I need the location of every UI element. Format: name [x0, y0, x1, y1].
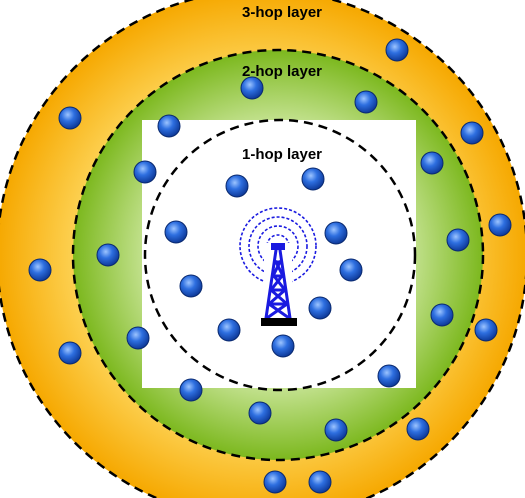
radio-tower-icon: [261, 243, 297, 327]
sensor-node-icon: [248, 401, 272, 425]
sensor-node-icon: [460, 121, 484, 145]
sensor-node-icon: [179, 378, 203, 402]
sensor-node-icon: [308, 470, 332, 494]
sensor-node-icon: [324, 418, 348, 442]
sensor-nodes: [28, 38, 512, 494]
sensor-node-icon: [58, 341, 82, 365]
two-hop-label: 2-hop layer: [242, 63, 322, 80]
sensor-node-icon: [430, 303, 454, 327]
sensor-node-icon: [58, 106, 82, 130]
one-hop-ring: [143, 118, 417, 392]
sensor-node-icon: [339, 258, 363, 282]
one-hop-label: 1-hop layer: [242, 146, 322, 163]
sensor-node-icon: [308, 296, 332, 320]
sensor-node-icon: [446, 228, 470, 252]
sensor-node-icon: [240, 76, 264, 100]
sensor-node-icon: [217, 318, 241, 342]
sensor-node-icon: [271, 334, 295, 358]
sensor-node-icon: [96, 243, 120, 267]
sensor-node-icon: [488, 213, 512, 237]
sensor-node-icon: [420, 151, 444, 175]
sensor-node-icon: [354, 90, 378, 114]
sensor-node-icon: [179, 274, 203, 298]
sensor-node-icon: [164, 220, 188, 244]
sensor-node-icon: [133, 160, 157, 184]
sensor-node-icon: [126, 326, 150, 350]
sensor-node-icon: [377, 364, 401, 388]
sensor-node-icon: [28, 258, 52, 282]
sensor-node-icon: [474, 318, 498, 342]
three-hop-label: 3-hop layer: [242, 4, 322, 21]
sensor-node-icon: [157, 114, 181, 138]
sensor-node-icon: [301, 167, 325, 191]
sensor-node-icon: [385, 38, 409, 62]
sensor-node-icon: [324, 221, 348, 245]
sensor-node-icon: [263, 470, 287, 494]
sensor-node-icon: [406, 417, 430, 441]
sensor-node-icon: [225, 174, 249, 198]
